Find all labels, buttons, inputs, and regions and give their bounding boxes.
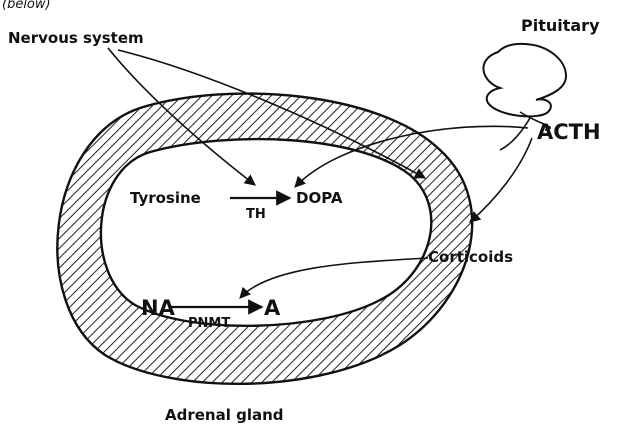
label-adrenal-gland: Adrenal gland bbox=[165, 406, 284, 424]
arrow-acth-to-corticoids bbox=[470, 138, 532, 222]
label-pnmt: PNMT bbox=[188, 316, 230, 331]
label-nervous-system: Nervous system bbox=[8, 29, 144, 47]
label-acth: ACTH bbox=[537, 120, 601, 144]
label-pituitary: Pituitary bbox=[521, 16, 600, 35]
top-caption-fragment: (below) bbox=[2, 0, 51, 12]
label-corticoids: Corticoids bbox=[428, 248, 513, 266]
label-tyrosine: Tyrosine bbox=[130, 189, 201, 207]
label-th: TH bbox=[246, 207, 266, 222]
pituitary-gland bbox=[483, 44, 566, 117]
arrow-acth-to-pituitary-link bbox=[500, 118, 530, 150]
label-a: A bbox=[264, 296, 281, 320]
label-dopa: DOPA bbox=[296, 189, 343, 207]
label-na: NA bbox=[141, 296, 176, 320]
